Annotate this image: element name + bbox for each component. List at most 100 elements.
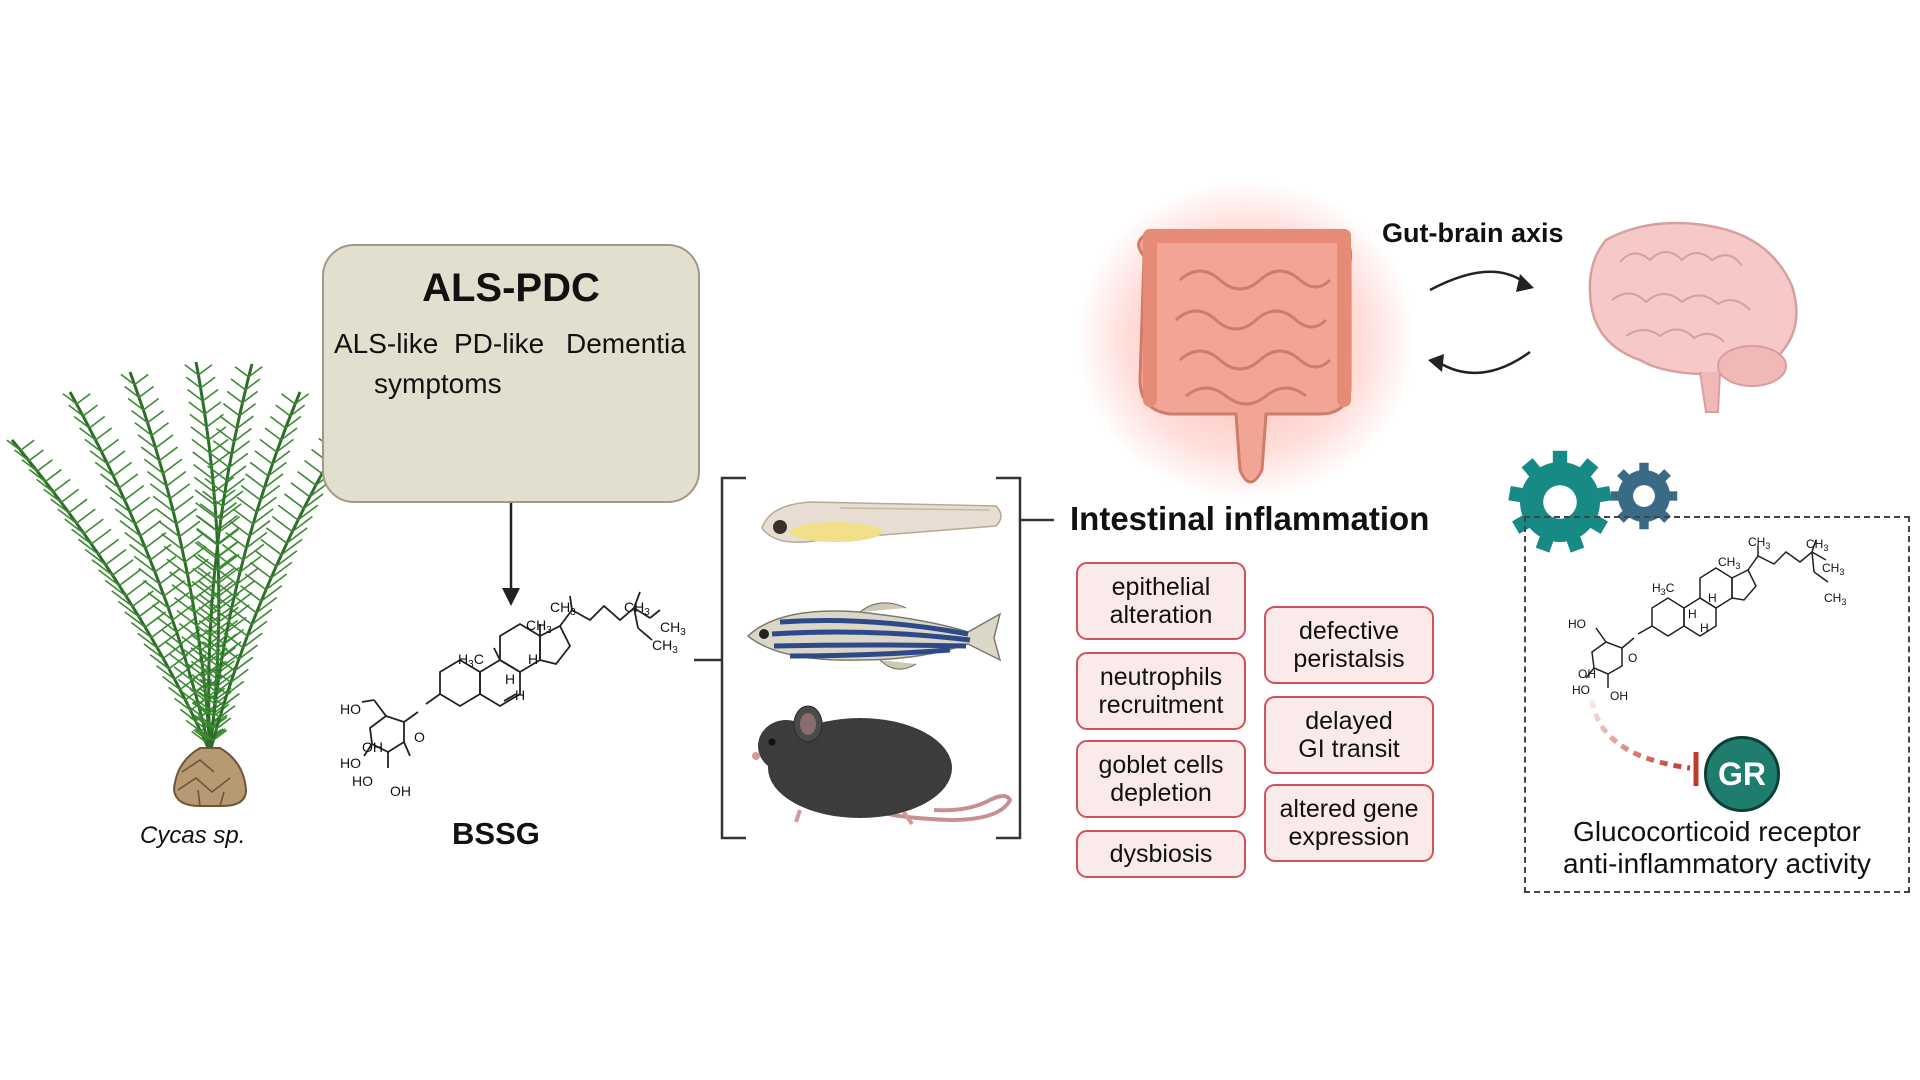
cycas-leaflet <box>151 422 169 436</box>
cycas-leaflet <box>190 594 212 611</box>
cycas-leaflet <box>162 643 183 660</box>
cycas-leaflet <box>280 538 303 556</box>
chem-ho-label: HO <box>1568 617 1586 631</box>
cycas-leaflet <box>192 567 214 585</box>
cycas-leaflet <box>89 450 109 465</box>
symptoms-suffix: symptoms <box>374 368 502 399</box>
cycas-plant-illustration <box>6 361 370 807</box>
cycas-leaflet <box>236 415 254 430</box>
cycas-leaflet <box>204 401 222 415</box>
cycas-leaflet <box>36 459 53 472</box>
cycas-leaflet <box>138 600 161 618</box>
cycas-leaflet <box>20 439 35 452</box>
cycas-leaflet <box>259 484 281 501</box>
cycas-leaflet <box>21 459 38 472</box>
cycas-leaflet <box>79 427 97 441</box>
cycas-leaflet <box>158 446 179 462</box>
chem-o-label: O <box>1628 651 1637 665</box>
cycas-leaflet <box>204 477 226 494</box>
zebrafish-larva-icon <box>761 501 1002 543</box>
cycas-leaflet <box>76 508 96 524</box>
inflammation-title: Intestinal inflammation <box>1070 500 1430 537</box>
cycas-leaflet <box>62 393 78 405</box>
cycas-leaflet <box>71 528 92 545</box>
cycas-leaflet <box>130 621 152 639</box>
cycas-leaflet <box>195 502 217 519</box>
cycas-leaflet <box>241 390 259 404</box>
cycas-leaflet <box>156 616 178 633</box>
gears-icon <box>1508 450 1678 553</box>
cycas-leaflet <box>105 548 127 566</box>
cycas-leaflet <box>176 616 197 633</box>
cycas-leaflet <box>210 592 233 609</box>
cycas-leaflet <box>143 643 164 660</box>
cycas-leaflet <box>226 465 247 482</box>
chem-h-label: H <box>515 687 525 703</box>
cycas-leaflet <box>196 540 219 558</box>
cycas-leaflet <box>303 493 324 510</box>
cycas-leaflet <box>265 527 288 544</box>
cycas-leaflet <box>147 409 165 424</box>
cycas-leaflet <box>216 528 239 546</box>
cycas-leaflet <box>187 675 206 690</box>
cycas-leaflet <box>50 498 70 514</box>
cycas-leaflet <box>224 477 245 494</box>
cycas-leaflet <box>228 520 251 537</box>
cycas-leaflet <box>99 473 120 489</box>
cycas-leaflet <box>271 515 293 533</box>
cycas-leaflet <box>240 484 261 501</box>
chem-h3c-label: H3C <box>1652 581 1675 597</box>
cycas-leaflet <box>280 393 296 405</box>
cycas-leaflet <box>152 604 174 621</box>
cycas-leaflet <box>280 427 298 441</box>
cycas-leaflet <box>249 561 272 579</box>
cycas-leaflet <box>166 558 189 576</box>
cycas-leaflet <box>124 531 146 549</box>
gear-tooth <box>1639 516 1649 530</box>
cycas-leaflet <box>197 703 215 717</box>
cycas-leaflet <box>245 473 265 489</box>
cycas-leaflet <box>238 644 259 660</box>
intestine-icon <box>1076 180 1416 500</box>
cycas-leaflet <box>234 366 250 378</box>
cycas-leaflet <box>166 470 187 487</box>
cycas-leaflet <box>217 553 240 571</box>
cycas-leaflet <box>94 461 114 477</box>
chem-ch3-label: CH3 <box>1806 537 1828 553</box>
cycas-leaflet <box>183 649 203 664</box>
cycas-leaflet <box>208 604 230 621</box>
cycas-leaflet <box>52 478 71 493</box>
chem-h-label: H <box>1708 591 1717 605</box>
cycas-leaflet <box>114 508 136 525</box>
cycas-trunk-icon <box>172 747 248 807</box>
cycas-leaflet <box>188 401 206 415</box>
cycas-leaflet <box>149 654 170 670</box>
inhibition-arrow-icon <box>1589 699 1699 786</box>
cycas-leaflet <box>230 378 246 391</box>
cycas-leaflet <box>68 498 88 514</box>
cycas-leaflet <box>248 366 263 378</box>
cycas-leaflet <box>28 468 46 483</box>
cycas-leaflet <box>172 495 194 512</box>
cycas-leaflet <box>107 450 126 465</box>
cycas-leaflet <box>190 426 209 441</box>
cycas-leaflet <box>134 422 153 436</box>
chem-ho-label: HO <box>352 773 373 789</box>
cycas-leaflet <box>196 527 218 545</box>
cycas-leaflet <box>82 404 99 417</box>
cycas-leaflet <box>156 632 178 649</box>
cycas-leaflet <box>187 388 204 402</box>
cycas-leaflet <box>216 427 235 443</box>
chem-oh-label: OH <box>390 783 411 799</box>
gr-caption-line2: anti-inflammatory activity <box>1562 848 1872 879</box>
cycas-leaflet <box>142 397 160 411</box>
cycas-leaflet <box>101 438 119 453</box>
cycas-leaflet <box>68 404 84 417</box>
cycas-leaflet <box>212 440 232 456</box>
cycas-leaflet <box>226 390 243 404</box>
cycas-leaflet <box>222 692 240 707</box>
cycas-leaflet <box>57 508 78 524</box>
models-bracket <box>720 476 1022 840</box>
cycas-leaflet <box>249 520 271 537</box>
